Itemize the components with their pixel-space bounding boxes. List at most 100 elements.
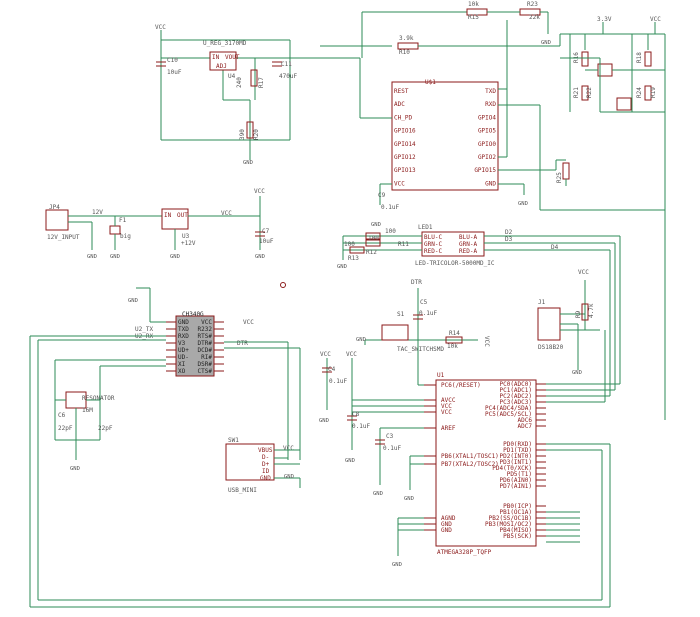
gnd-reg2: GND bbox=[170, 254, 180, 260]
led-pin-grn-a: GRN-A bbox=[459, 241, 477, 248]
r23-value: 22k bbox=[529, 14, 540, 21]
gnd-ch340: GND bbox=[128, 298, 138, 304]
r17-value: 240 bbox=[236, 77, 243, 88]
usbconn-pin-vbus: VBUS bbox=[258, 447, 273, 454]
r10-label: R10 bbox=[399, 49, 410, 56]
gnd-c7: GND bbox=[255, 254, 265, 260]
wifi-left-pin-3: GPIO16 bbox=[394, 128, 416, 135]
c9-label: C9 bbox=[378, 192, 386, 199]
ch340-right-pin-7: CTS# bbox=[198, 368, 213, 375]
r13-label: R13 bbox=[348, 255, 359, 262]
ch340-left-pin-1: TXD bbox=[178, 326, 189, 333]
net-d2: D2 bbox=[505, 229, 513, 236]
gnd-button: GND bbox=[356, 337, 366, 343]
led-pin-grn-c: GRN-C bbox=[424, 241, 442, 248]
atmega-block: U1 ATMEGA328P_TQFP PC6(/RESET)AVCCVCCVCC… bbox=[319, 236, 621, 607]
r22-label: R22 bbox=[586, 87, 593, 98]
led-pin-red-c: RED-C bbox=[424, 248, 442, 255]
r20-value: 390 bbox=[239, 129, 246, 140]
r21-label: R21 bbox=[573, 87, 580, 98]
button-name: TAC_SWITCHSMD bbox=[397, 346, 444, 353]
vcc-label-usb: VCC bbox=[283, 445, 294, 452]
r11-label: R11 bbox=[398, 241, 409, 248]
r15-value: 10k bbox=[468, 1, 479, 8]
ch340-right-pin-1: R232 bbox=[198, 326, 213, 333]
c3-label: C3 bbox=[386, 433, 394, 440]
r18-label: R18 bbox=[636, 52, 643, 63]
r12-label: R12 bbox=[366, 249, 377, 256]
wifi-right-pin-3: GPIO5 bbox=[478, 128, 496, 135]
wifi-ref: U$1 bbox=[425, 79, 436, 86]
led-pin-blu-c: BLU-C bbox=[424, 234, 442, 241]
c9-value: 0.1uF bbox=[381, 204, 399, 211]
r17-label: R17 bbox=[258, 77, 265, 88]
c11-value: 470uF bbox=[279, 73, 297, 80]
c6-value: 22pF bbox=[58, 425, 73, 432]
r12-value: 100 bbox=[368, 235, 379, 242]
ch340-right-pin-4: DCD# bbox=[198, 347, 213, 354]
led-ref: LED1 bbox=[418, 224, 433, 231]
atmega-left-pin-0: PC6(/RESET) bbox=[441, 382, 481, 389]
c10-value: 10uF bbox=[167, 69, 182, 76]
gnd-atmega: GND bbox=[392, 562, 402, 568]
power-input-block: JP4 12V_INPUT 12V GND F1 big GND IN OUT … bbox=[45, 188, 274, 260]
usbconn-pin-dp: D+ bbox=[262, 461, 270, 468]
usbconn-name: USB_MINI bbox=[228, 487, 257, 494]
atmega-right-pin-7: ADC7 bbox=[518, 423, 533, 430]
regulator-in-pin: IN bbox=[212, 54, 220, 61]
r13-value: 100 bbox=[344, 241, 355, 248]
c3-value: 0.1uF bbox=[383, 445, 401, 452]
ch340-right-pin-2: RTS# bbox=[198, 333, 213, 340]
sensor-ref: J1 bbox=[538, 299, 546, 306]
atmega-right-pin-4: PC4(ADC4/SDA) bbox=[485, 405, 532, 412]
regulator-out-pin: VOUT bbox=[225, 54, 240, 61]
wifi-left-pin-4: GPIO14 bbox=[394, 141, 416, 148]
atmega-left-pin-5: PB6(XTAL1/TOSC1) bbox=[441, 453, 499, 460]
atmega-right-pin-20: PB4(MISO) bbox=[499, 527, 532, 534]
fuse-ref: F1 bbox=[119, 217, 127, 224]
wifi-left-pin-5: GPIO12 bbox=[394, 154, 416, 161]
ch340-left-pin-0: GND bbox=[178, 319, 189, 326]
gnd-led: GND bbox=[337, 264, 347, 270]
wifi-left-pin-0: REST bbox=[394, 88, 409, 95]
net-dtr: DTR bbox=[237, 340, 248, 347]
wifi-module: U$1 RESTADCCH_PDGPIO16GPIO14GPIO12GPIO13… bbox=[320, 1, 665, 228]
c5-value: 0.1uF bbox=[419, 310, 437, 317]
ch340-right-pin-6: DSR# bbox=[198, 361, 213, 368]
ch340-right-pin-5: RI# bbox=[201, 354, 212, 361]
gnd-xtal: GND bbox=[404, 496, 414, 502]
atmega-name: ATMEGA328P_TQFP bbox=[437, 549, 492, 556]
ch340-left-pin-4: UD+ bbox=[178, 347, 189, 354]
atmega-right-pin-6: ADC6 bbox=[518, 417, 533, 424]
r14-label: R14 bbox=[449, 330, 460, 337]
r9-label: R9 bbox=[575, 310, 582, 318]
c5-label: C5 bbox=[420, 299, 428, 306]
c10-label: C10 bbox=[167, 57, 178, 64]
ch340-right-pin-3: DTR# bbox=[198, 340, 213, 347]
wifi-left-pin-2: CH_PD bbox=[394, 114, 412, 121]
resonator-freq: 16M bbox=[82, 407, 93, 414]
ds18b20-block: J1 DS18B20 GND VCC R9 4.7k bbox=[537, 269, 600, 376]
c11-label: C11 bbox=[281, 61, 292, 68]
net-d4: D4 bbox=[551, 244, 559, 251]
vcc-label-u3-net: VCC bbox=[221, 210, 232, 217]
usbconn-ref: SW1 bbox=[228, 437, 239, 444]
v12-label: 12V bbox=[92, 209, 103, 216]
wifi-right-pin-6: GPIO15 bbox=[474, 167, 496, 174]
regulator-block: IN VOUT ADJ U_REG_3170MD U4 C10 10uF VCC… bbox=[155, 24, 360, 166]
gnd-resonator: GND bbox=[70, 466, 80, 472]
wifi-right-pin-2: GPIO4 bbox=[478, 114, 496, 121]
atmega-right-pin-0: PC0(ADC0) bbox=[499, 381, 532, 388]
atmega-right-pin-9: PD1(TXD) bbox=[503, 447, 532, 454]
r19-label: R19 bbox=[650, 87, 657, 98]
ch340-left-pin-3: V3 bbox=[178, 340, 186, 347]
wifi-right-pin-0: TXD bbox=[485, 88, 496, 95]
r24-label: R24 bbox=[636, 87, 643, 98]
atmega-ref: U1 bbox=[437, 372, 445, 379]
r14-value: 10k bbox=[447, 343, 458, 350]
c8-value: 0.1uF bbox=[352, 423, 370, 430]
c6-label: C6 bbox=[58, 412, 66, 419]
